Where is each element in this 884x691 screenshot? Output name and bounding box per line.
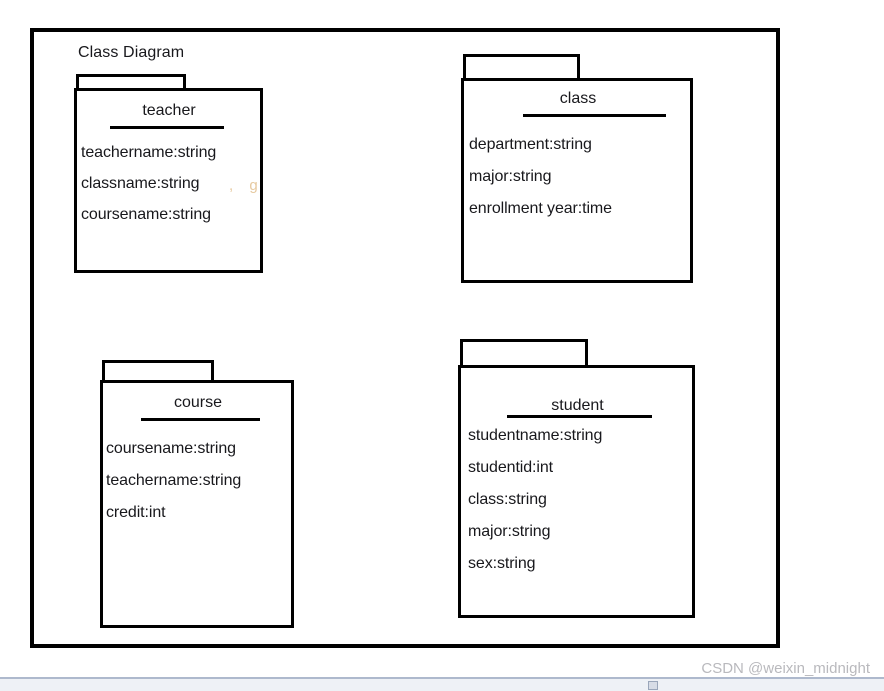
attribute-row: sex:string bbox=[468, 555, 536, 572]
package-tab-teacher bbox=[76, 74, 186, 91]
package-course[interactable]: course coursename:string teachername:str… bbox=[100, 360, 296, 630]
package-body-student bbox=[458, 365, 695, 618]
attribute-row: teachername:string bbox=[106, 472, 242, 489]
package-body-class bbox=[461, 78, 693, 283]
package-body-course bbox=[100, 380, 294, 628]
attribute-row: credit:int bbox=[106, 504, 166, 521]
attribute-row: coursename:string bbox=[81, 206, 211, 223]
package-body-teacher bbox=[74, 88, 263, 273]
package-name-underline-student bbox=[507, 415, 652, 418]
attribute-row: major:string bbox=[469, 168, 552, 185]
package-name-class: class bbox=[559, 90, 597, 107]
package-name-teacher: teacher bbox=[142, 102, 196, 119]
package-student[interactable]: student studentname:string studentid:int… bbox=[458, 339, 697, 620]
horizontal-scrollbar[interactable] bbox=[0, 677, 884, 691]
attribute-row: teachername:string bbox=[81, 144, 217, 161]
diagram-title: Class Diagram bbox=[78, 44, 185, 61]
package-name-underline-class bbox=[523, 114, 666, 117]
attribute-row: enrollment year:time bbox=[469, 200, 612, 217]
attribute-row: studentid:int bbox=[468, 459, 553, 476]
package-name-underline-course bbox=[141, 418, 260, 421]
package-name-student: student bbox=[551, 397, 604, 414]
render-artifact-glyphs: , g bbox=[229, 177, 264, 194]
attribute-row: classname:string bbox=[81, 175, 200, 192]
watermark-text: CSDN @weixin_midnight bbox=[701, 660, 870, 677]
diagram-frame bbox=[30, 28, 780, 648]
package-tab-student bbox=[460, 339, 588, 368]
scrollbar-thumb[interactable] bbox=[648, 681, 658, 690]
package-name-underline-teacher bbox=[110, 126, 224, 129]
package-teacher[interactable]: teacher teachername:string classname:str… bbox=[74, 74, 264, 274]
attribute-row: major:string bbox=[468, 523, 551, 540]
attribute-row: coursename:string bbox=[106, 440, 236, 457]
attribute-row: class:string bbox=[468, 491, 547, 508]
package-tab-course bbox=[102, 360, 214, 383]
attribute-row: studentname:string bbox=[468, 427, 603, 444]
package-tab-class bbox=[463, 54, 580, 81]
package-name-course: course bbox=[173, 394, 223, 411]
package-class[interactable]: class department:string major:string enr… bbox=[461, 54, 695, 285]
attribute-row: department:string bbox=[469, 136, 592, 153]
